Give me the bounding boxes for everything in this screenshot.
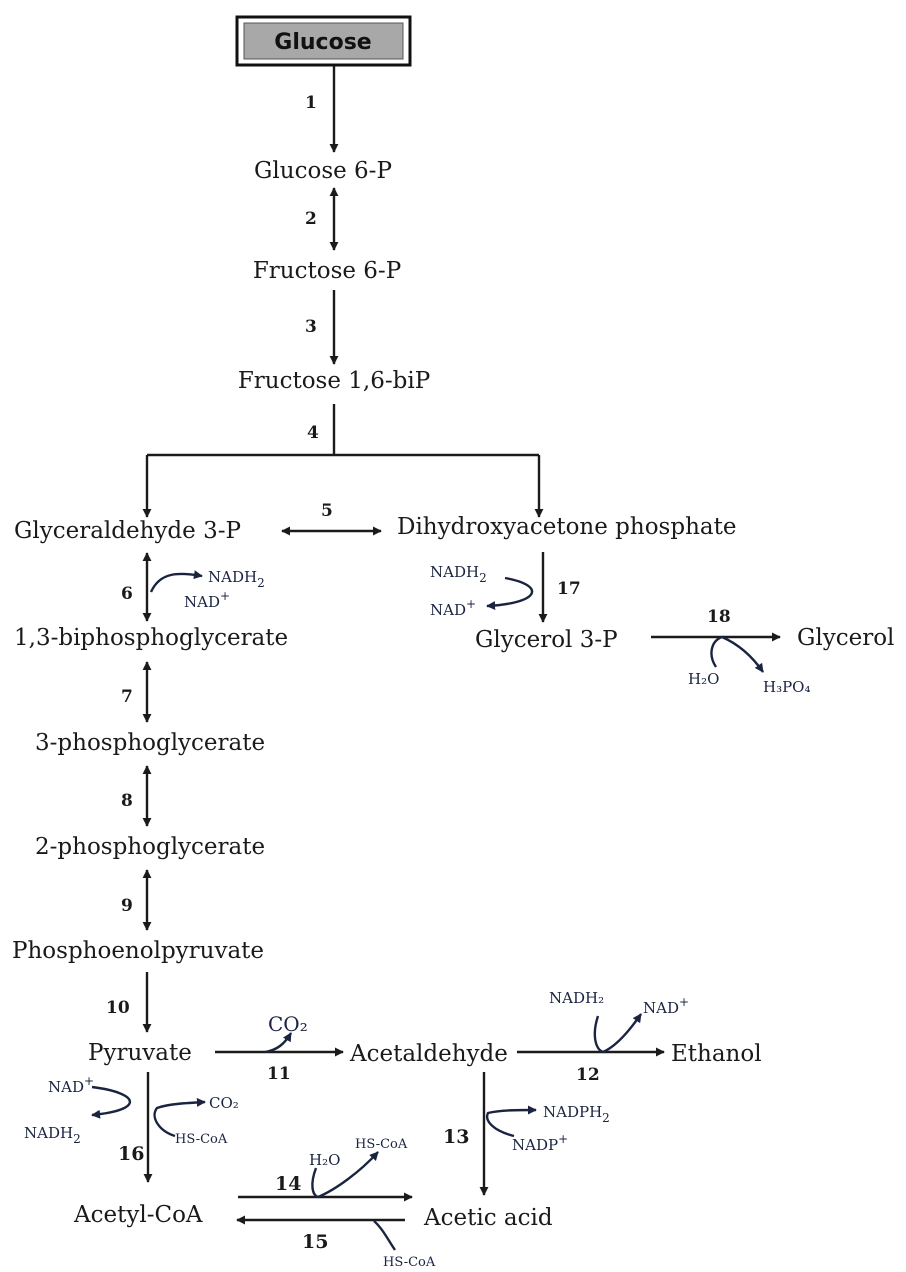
- glycerol-label: Glycerol: [797, 625, 894, 651]
- step-number-16: 16: [118, 1143, 144, 1165]
- step-17-nad: NAD+: [430, 597, 476, 619]
- step-16-hscoa: HS-CoA: [175, 1132, 228, 1147]
- step-number-9: 9: [121, 896, 133, 916]
- step-13-nadph2: NADPH2: [543, 1103, 610, 1125]
- step-13-nadp: NADP+: [512, 1132, 568, 1154]
- step-number-15: 15: [302, 1231, 328, 1253]
- step-number-2: 2: [305, 209, 317, 229]
- ethanol-label: Ethanol: [671, 1041, 762, 1067]
- fructose-6p-label: Fructose 6-P: [253, 258, 401, 284]
- step-11-cofactor-curve: [264, 1032, 293, 1054]
- step-16-nad: NAD+: [48, 1074, 94, 1096]
- step-number-14: 14: [275, 1173, 301, 1195]
- step-number-10: 10: [106, 998, 130, 1018]
- step-number-7: 7: [121, 687, 133, 707]
- dhap-label: Dihydroxyacetone phosphate: [397, 514, 736, 540]
- step-17-cofactor-curve: [486, 576, 534, 611]
- bpg13-label: 1,3-biphosphoglycerate: [14, 625, 288, 651]
- step-12-nadh2: NADH₂: [549, 989, 604, 1007]
- step-number-1: 1: [305, 93, 317, 113]
- step-16-co2: CO₂: [209, 1094, 239, 1112]
- step-15-hscoa: HS-CoA: [383, 1255, 436, 1270]
- pg2-label: 2-phosphoglycerate: [35, 834, 265, 860]
- step-number-13: 13: [443, 1126, 469, 1148]
- step-18-h3po4: H₃PO₄: [763, 678, 811, 696]
- step-14-hscoa: HS-CoA: [355, 1137, 408, 1152]
- step-number-4: 4: [307, 423, 319, 443]
- step-18-h2o: H₂O: [688, 670, 719, 688]
- glycerol-3p-label: Glycerol 3-P: [475, 627, 618, 653]
- step-number-3: 3: [305, 317, 317, 337]
- step-6-cofactor-curve: [149, 570, 203, 593]
- acetyl-coa-label: Acetyl-CoA: [73, 1202, 203, 1228]
- pep-label: Phosphoenolpyruvate: [12, 938, 264, 964]
- step-number-5: 5: [321, 501, 333, 521]
- step-6-nad: NAD+: [184, 589, 230, 611]
- glucose-start-box: Glucose: [235, 15, 412, 67]
- step-number-11: 11: [267, 1064, 291, 1084]
- step-13-cofactor-curve: [485, 1105, 537, 1138]
- step-12-cofactor-curve: [593, 1013, 642, 1054]
- step-12-nad: NAD+: [643, 995, 689, 1017]
- step-number-6: 6: [121, 584, 133, 604]
- step-6-nadh2: NADH2: [208, 568, 265, 590]
- step-11-co2: CO₂: [268, 1012, 308, 1036]
- step-number-18: 18: [707, 607, 731, 627]
- step-18-cofactor-curve: [710, 635, 764, 673]
- step-16-coa-curve: [153, 1097, 206, 1138]
- step-16-nad-curve: [91, 1085, 131, 1119]
- step-17-nadh2: NADH2: [430, 563, 487, 585]
- step-14-cofactor-curve: [311, 1151, 379, 1199]
- pyruvate-label: Pyruvate: [88, 1040, 192, 1066]
- step-number-8: 8: [121, 791, 133, 811]
- step-15-cofactor-curve: [373, 1220, 396, 1251]
- step-14-h2o: H₂O: [309, 1151, 340, 1169]
- step-16-nadh2: NADH2: [24, 1124, 81, 1146]
- step-number-12: 12: [576, 1065, 600, 1085]
- pg3-label: 3-phosphoglycerate: [35, 730, 265, 756]
- glyceraldehyde-3p-label: Glyceraldehyde 3-P: [14, 518, 241, 544]
- acetaldehyde-label: Acetaldehyde: [349, 1041, 508, 1067]
- glucose-label: Glucose: [274, 30, 371, 55]
- acetic-acid-label: Acetic acid: [423, 1205, 553, 1231]
- glucose-6p-label: Glucose 6-P: [254, 158, 392, 184]
- step-number-17: 17: [557, 579, 581, 599]
- fructose-16bip-label: Fructose 1,6-biP: [238, 368, 430, 394]
